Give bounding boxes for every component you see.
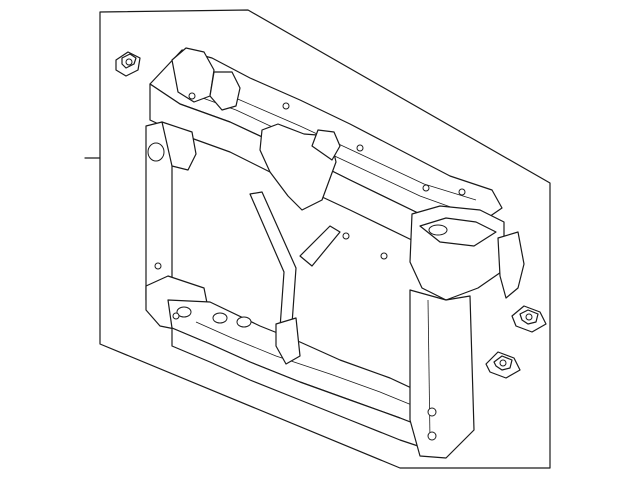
frame-outline bbox=[99, 9, 551, 469]
radiator-support-panel bbox=[145, 47, 525, 459]
clip-nut-top[interactable] bbox=[115, 51, 141, 77]
clip-nut-right-lower[interactable] bbox=[485, 351, 521, 379]
clip-nut-right-upper[interactable] bbox=[511, 305, 547, 333]
